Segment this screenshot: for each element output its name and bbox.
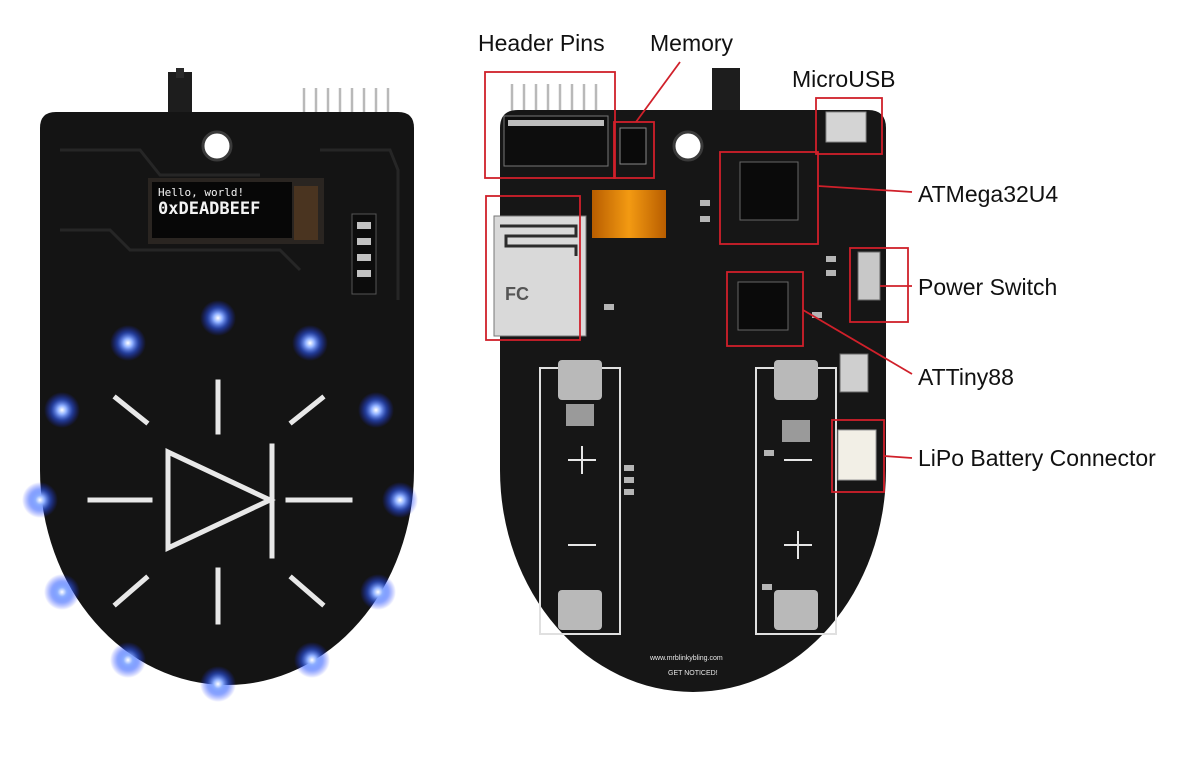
microusb-box — [815, 97, 883, 155]
silkscreen-slogan: GET NOTICED! — [668, 670, 718, 677]
led-light — [200, 666, 236, 702]
atmega-box — [719, 151, 819, 245]
diode-symbol — [87, 379, 353, 625]
label-microusb: MicroUSB — [792, 66, 896, 92]
wifi-module — [493, 215, 587, 337]
front-header-pins — [302, 88, 390, 118]
label-memory: Memory — [650, 30, 734, 56]
led-light — [292, 325, 328, 361]
label-attiny: ATTiny88 — [918, 364, 1014, 390]
back-board: FC — [493, 68, 886, 692]
led-light — [110, 642, 146, 678]
attiny-chip — [737, 281, 789, 331]
oled-line-2: 0xDEADBEEF — [158, 199, 261, 219]
led-light — [44, 574, 80, 610]
memory-box — [613, 121, 655, 179]
label-power-switch: Power Switch — [918, 274, 1058, 300]
attiny-box — [726, 271, 804, 347]
wifi-box — [485, 195, 581, 341]
jumper-back — [712, 68, 740, 112]
mount-hole-front — [201, 130, 233, 162]
label-header-pins: Header Pins — [478, 30, 605, 56]
silkscreen-url: www.mrblinkybling.com — [650, 655, 723, 662]
power-switch-box — [849, 247, 909, 323]
header-pins-box — [484, 71, 616, 179]
lipo-connector — [837, 429, 877, 481]
led-light — [22, 482, 58, 518]
microusb-port — [825, 111, 867, 143]
oled-line-1: Hello, world! — [158, 186, 245, 199]
led-ring — [22, 300, 418, 702]
battery-holder-right — [755, 360, 837, 635]
back-board-outline — [500, 110, 886, 692]
led-light — [200, 300, 236, 336]
power-switch — [857, 251, 881, 301]
led-light — [360, 574, 396, 610]
label-lipo: LiPo Battery Connector — [918, 445, 1156, 471]
led-light — [110, 325, 146, 361]
led-light — [382, 482, 418, 518]
callout-boxes — [484, 71, 909, 493]
oled-screen — [152, 182, 292, 238]
mount-hole-back — [672, 130, 704, 162]
flex-cable — [592, 190, 666, 238]
jumper-front — [168, 72, 192, 116]
led-light — [294, 642, 330, 678]
front-board — [22, 68, 418, 702]
label-atmega: ATMega32U4 — [918, 181, 1059, 207]
led-light — [44, 392, 80, 428]
memory-chip — [619, 127, 647, 165]
battery-holder-left — [539, 360, 621, 635]
front-board-outline — [40, 112, 414, 685]
leader-lines — [635, 61, 913, 459]
atmega-chip — [739, 161, 799, 221]
led-light — [358, 392, 394, 428]
svg-text:FC: FC — [505, 284, 529, 304]
